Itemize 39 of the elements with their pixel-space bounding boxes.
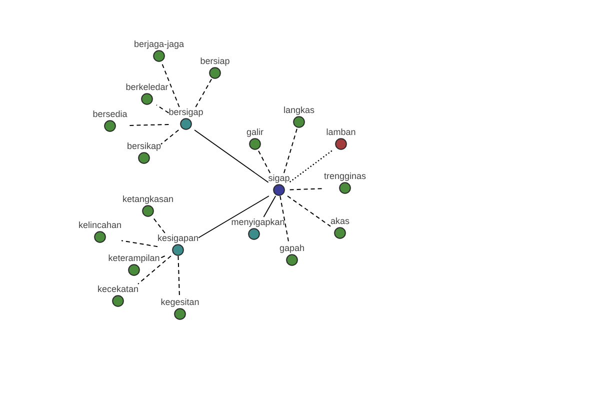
connector-line: [126, 124, 170, 126]
word-label: berkeledar: [126, 82, 168, 92]
connector-line: [258, 150, 271, 174]
word-label: bersigap: [168, 107, 204, 117]
connector-line: [152, 216, 166, 234]
connector-line: [263, 196, 276, 218]
word-label: kelincahan: [78, 220, 122, 230]
connector-line: [284, 128, 298, 174]
word-label: galir: [246, 127, 264, 137]
word-label: kecekatan: [97, 284, 139, 294]
connector-line: [156, 104, 170, 114]
connector-line: [121, 240, 158, 248]
word-label: menyigapkan: [231, 217, 285, 227]
word-label: berjaga-jaga: [134, 39, 184, 49]
connector-line: [138, 256, 172, 284]
word-label: bersiap: [200, 56, 230, 66]
connector-line: [194, 130, 269, 183]
word-label: bersedia: [92, 109, 128, 119]
word-label: bersikap: [126, 141, 162, 151]
connector-line: [178, 256, 180, 298]
word-label: akas: [330, 216, 350, 226]
word-label: kesigapan: [157, 233, 199, 243]
connector-line: [289, 188, 324, 190]
word-label: keterampilan: [108, 253, 160, 263]
connector-line: [198, 196, 270, 238]
word-label: langkas: [283, 105, 315, 115]
word-label: gapah: [279, 243, 305, 253]
word-label: lamban: [326, 127, 356, 137]
connector-line: [287, 196, 331, 227]
connector-line: [159, 256, 166, 259]
word-label: ketangkasan: [122, 194, 174, 204]
connector-line: [160, 62, 180, 108]
word-label: trengginas: [324, 171, 366, 181]
connector-line: [289, 150, 334, 182]
connector-line: [280, 196, 290, 244]
word-label: kegesitan: [160, 297, 200, 307]
connector-line: [160, 130, 180, 145]
connector-line: [195, 78, 212, 108]
word-label: sigap: [268, 173, 290, 183]
